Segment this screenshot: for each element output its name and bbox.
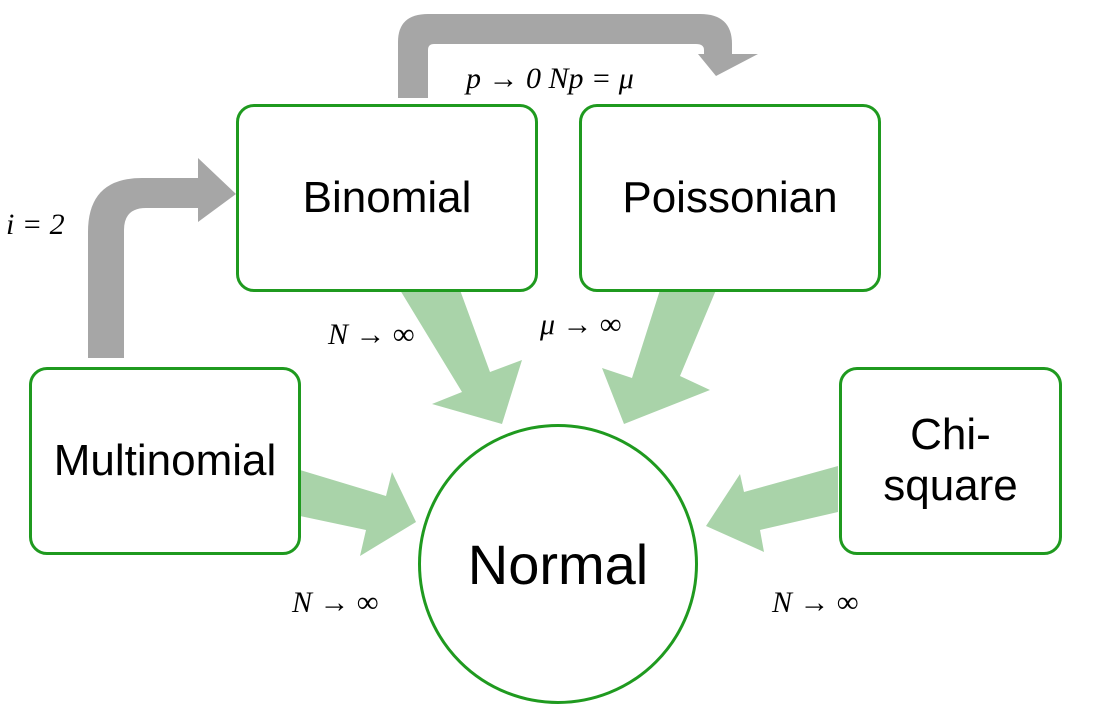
multinomial-box: Multinomial [29,367,301,555]
multinomial-label: Multinomial [53,435,277,485]
label-binomial-to-poissonian: p → 0 Np = μ [466,62,634,95]
arrow-multinomial-to-normal [300,470,416,556]
label-multinomial-to-normal: N → ∞ [292,586,379,619]
label-multinomial-to-binomial: i = 2 [6,208,65,241]
binomial-label: Binomial [302,172,472,222]
poissonian-label: Poissonian [622,172,838,222]
arrow-poissonian-to-normal [602,290,716,424]
arrow-multinomial-to-binomial [88,158,236,358]
arrow-binomial-to-normal [400,290,522,424]
normal-circle: Normal [418,424,698,704]
label-chisquare-to-normal: N → ∞ [772,586,859,619]
normal-label: Normal [467,532,649,596]
chi-square-box: Chi- square [839,367,1062,555]
label-binomial-to-normal: N → ∞ [328,318,415,351]
binomial-box: Binomial [236,104,538,292]
label-poissonian-to-normal: μ → ∞ [540,308,622,341]
arrow-binomial-to-poissonian [398,14,758,98]
poissonian-box: Poissonian [579,104,881,292]
chi-square-label-line2: square [883,461,1018,510]
arrow-chisquare-to-normal [706,466,838,552]
chi-square-label-line1: Chi- [910,410,991,460]
